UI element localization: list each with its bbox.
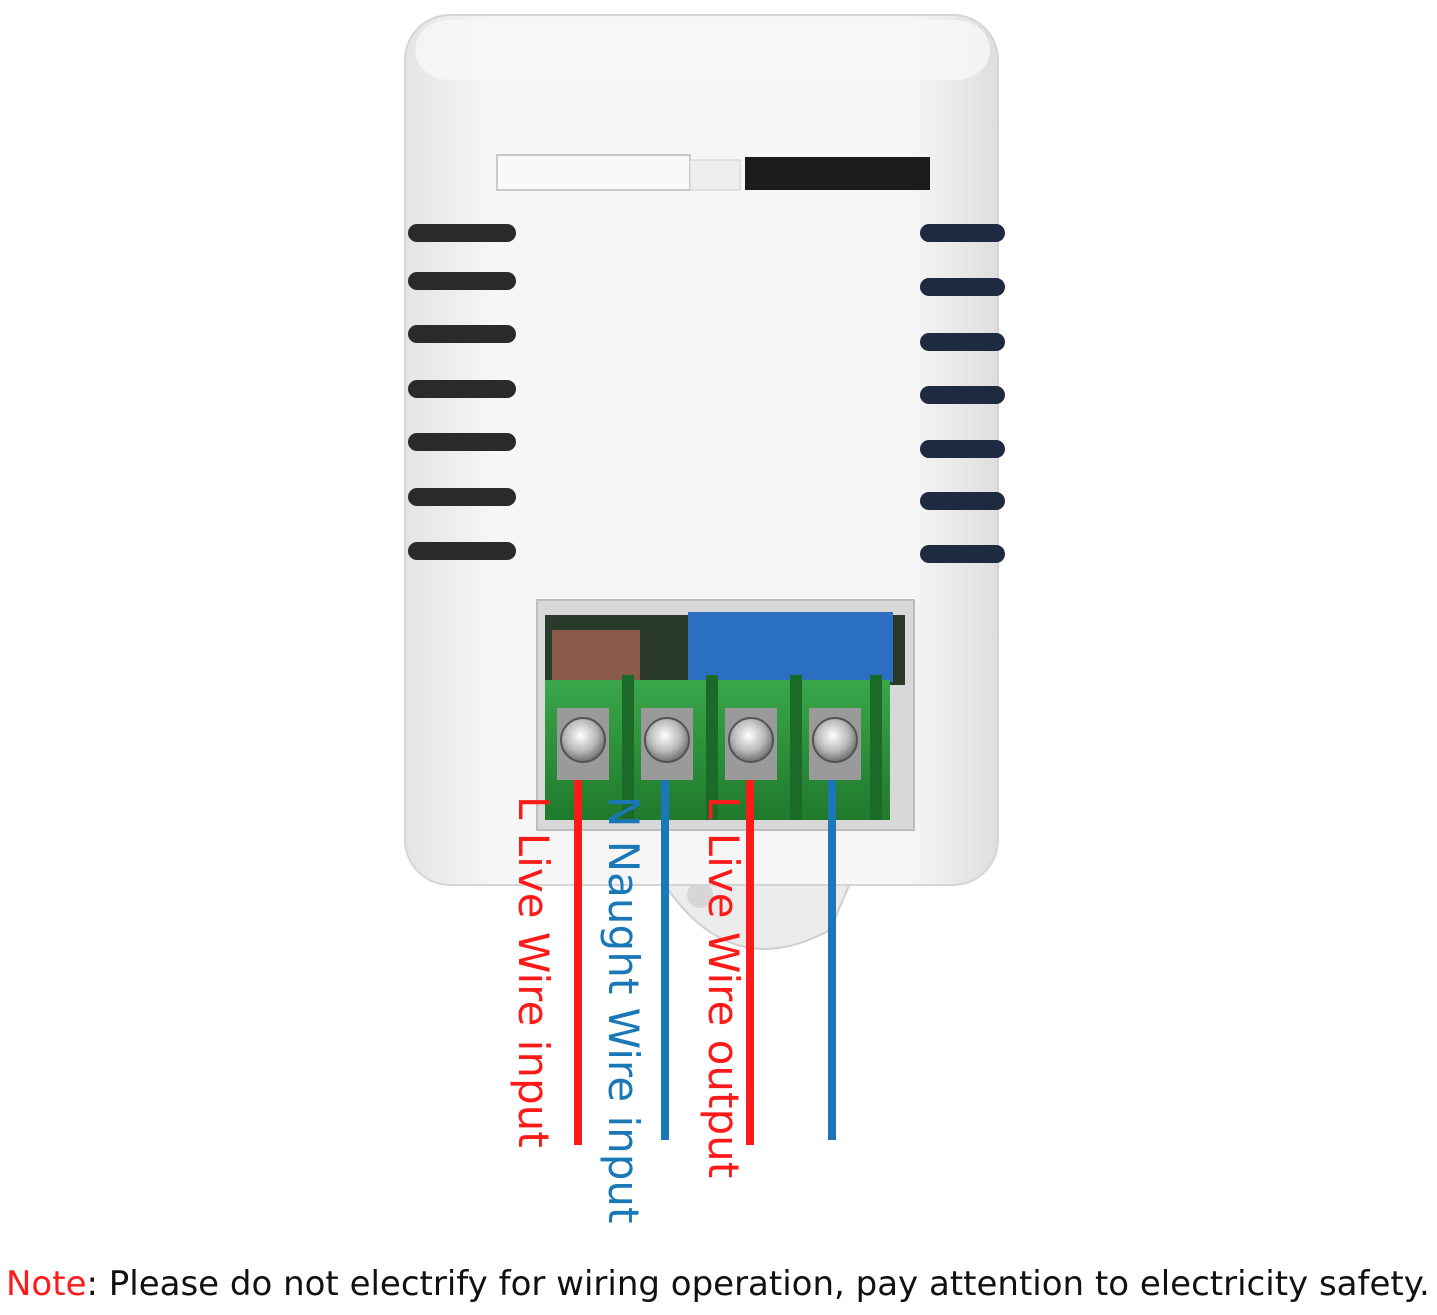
terminal-screws: [557, 708, 861, 780]
neutral-input-label: N Naught Wire input: [599, 796, 648, 1224]
button-window: [745, 157, 930, 190]
vent-slots-right: [920, 224, 1005, 563]
led-window: [496, 154, 691, 191]
note-text: : Please do not electrify for wiring ope…: [86, 1264, 1430, 1304]
housing-top-face: [415, 20, 990, 80]
mounting-hole: [687, 882, 713, 908]
live-output-label: L Live Wire output: [699, 796, 748, 1179]
live-input-label: L Live Wire input: [509, 796, 558, 1148]
vent-slots-left: [408, 224, 516, 560]
led-window-divider: [689, 159, 741, 191]
note-prefix: Note: [6, 1264, 87, 1304]
safety-note: Note: Please do not electrify for wiring…: [6, 1264, 1430, 1304]
capacitor: [552, 630, 640, 680]
relay-component: [688, 612, 893, 682]
